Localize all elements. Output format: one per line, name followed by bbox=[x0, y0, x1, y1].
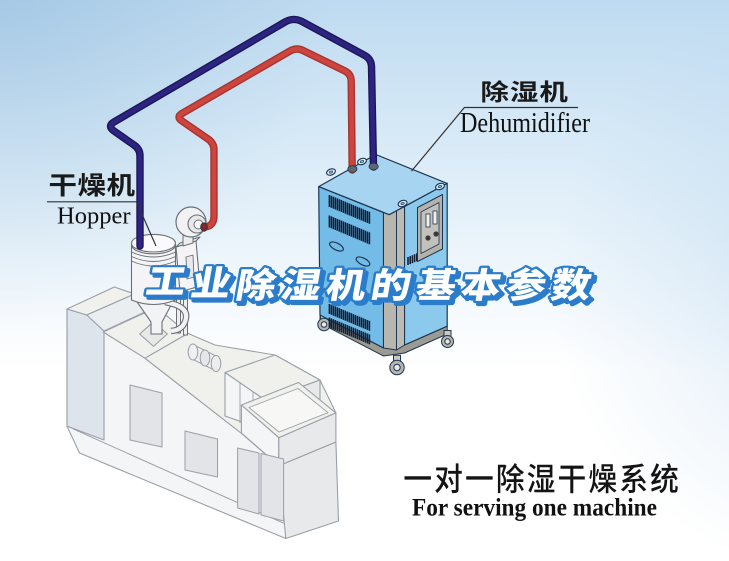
svg-text:For serving one machine: For serving one machine bbox=[412, 495, 657, 522]
svg-text:Hopper: Hopper bbox=[57, 203, 130, 230]
svg-text:Dehumidifier: Dehumidifier bbox=[460, 107, 590, 139]
